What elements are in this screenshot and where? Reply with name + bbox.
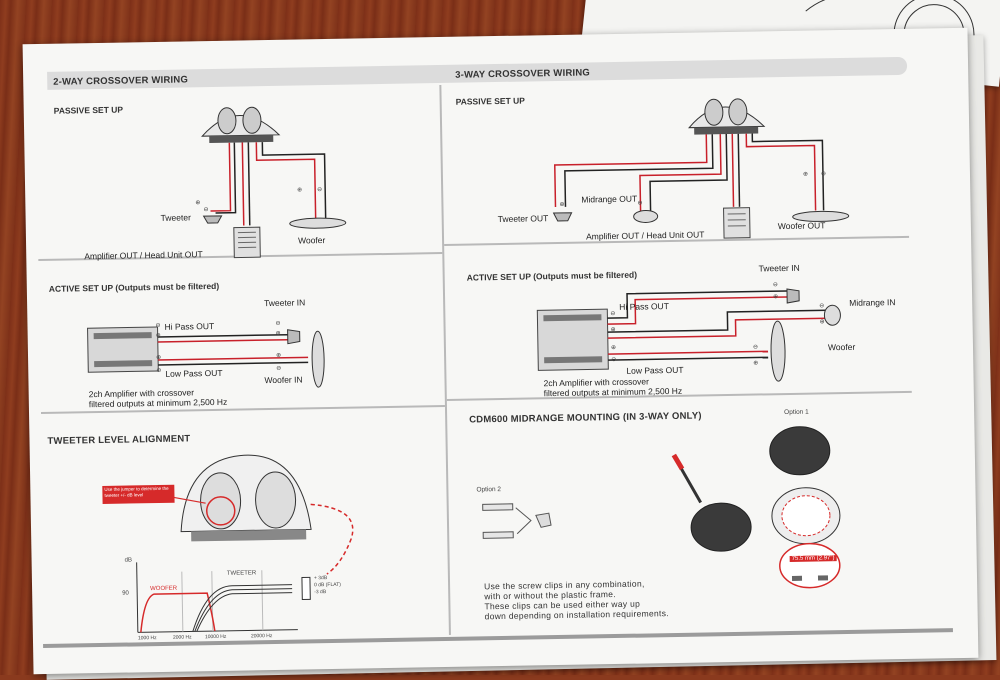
option2-label: Option 2 [476, 486, 501, 493]
midrange-grille [691, 503, 752, 552]
mounting-ring [771, 487, 840, 544]
plus-symbol: ⊕ [611, 344, 616, 351]
minus-symbol: ⊖ [156, 367, 161, 374]
label-tweeter: Tweeter [161, 212, 191, 223]
amp-3way-active [537, 309, 608, 370]
label-hi-pass-out: Hi Pass OUT [164, 321, 214, 332]
plus-symbol: ⊕ [156, 354, 161, 361]
amp-2way-active [88, 327, 159, 372]
label-amplifier-3way: Amplifier OUT / Head Unit OUT [586, 229, 705, 241]
plus-symbol: ⊕ [156, 332, 161, 339]
tweeter-3way-active [787, 289, 799, 303]
woofer-2way-passive [290, 218, 346, 229]
plus-symbol: ⊕ [773, 293, 778, 300]
jumper-callout: Use the jumper to determine the tweeter … [102, 485, 174, 504]
plus-symbol: ⊕ [803, 171, 808, 178]
minus-symbol: ⊖ [821, 170, 826, 177]
crossover-unit-2way [202, 107, 280, 143]
midrange-3way-active [824, 305, 840, 325]
tweeter-3way-passive [554, 213, 572, 221]
level-plus3: + 3dB [314, 575, 327, 581]
screwdriver [674, 455, 701, 503]
plus-symbol: ⊕ [637, 200, 642, 207]
plus-symbol: ⊕ [819, 318, 824, 325]
label-low-pass-out: Low Pass OUT [165, 368, 222, 379]
label-low-pass-out-3way: Low Pass OUT [626, 365, 683, 376]
minus-symbol: ⊖ [753, 344, 758, 351]
crossover-closeup [180, 454, 311, 542]
minus-symbol: ⊖ [203, 206, 208, 213]
plus-symbol: ⊕ [611, 326, 616, 333]
tweeter-2way-active [288, 330, 300, 344]
manual-page: 2-WAY CROSSOVER WIRING 3-WAY CROSSOVER W… [23, 28, 979, 674]
label-woofer-out: Woofer OUT [778, 220, 826, 231]
minus-symbol: ⊖ [276, 365, 281, 372]
label-woofer-3way: Woofer [828, 342, 855, 352]
minus-symbol: ⊖ [611, 356, 616, 363]
freq-2000: 2000 Hz [173, 634, 192, 640]
level-minus3: -3 dB [314, 589, 326, 595]
option2-clip [483, 503, 552, 538]
tweeter-2way-passive [204, 216, 222, 223]
frequency-graph [137, 559, 311, 632]
crossover-unit-3way [689, 98, 765, 134]
freq-1000: 1000 Hz [138, 635, 157, 641]
freq-10000: 10000 Hz [205, 634, 227, 640]
graph-db-label: dB [125, 557, 132, 563]
label-tweeter-in-3way: Tweeter IN [759, 263, 800, 274]
label-woofer-in: Woofer IN [264, 374, 302, 385]
dimension-circle [779, 543, 840, 588]
label-hi-pass-out-3way: Hi Pass OUT [619, 301, 669, 312]
woofer-3way-active [771, 321, 786, 381]
midrange-3way-passive [634, 210, 658, 222]
dashed-arrow [311, 504, 354, 575]
plus-symbol: ⊕ [559, 201, 564, 208]
plus-symbol: ⊕ [753, 360, 758, 367]
graph-tweeter-label: TWEETER [227, 570, 256, 577]
minus-symbol: ⊖ [610, 310, 615, 317]
dimension-label: 75.5 mm (2.97") [790, 555, 837, 562]
label-tweeter-in: Tweeter IN [264, 297, 305, 308]
label-midrange-in: Midrange IN [849, 297, 895, 308]
level-flat: 0 dB (FLAT) [314, 582, 341, 588]
plus-symbol: ⊕ [276, 330, 281, 337]
minus-symbol: ⊖ [773, 281, 778, 288]
option1-grille [769, 426, 830, 475]
woofer-2way-active [312, 331, 325, 387]
label-tweeter-out: Tweeter OUT [498, 213, 549, 224]
three-way-passive-title: PASSIVE SET UP [456, 96, 525, 107]
graph-woofer-label: WOOFER [150, 586, 177, 592]
graph-90-label: 90 [122, 591, 129, 597]
minus-symbol: ⊖ [155, 322, 160, 329]
minus-symbol: ⊖ [819, 302, 824, 309]
plus-symbol: ⊕ [195, 199, 200, 206]
option1-label: Option 1 [784, 409, 809, 416]
plus-symbol: ⊕ [276, 352, 281, 359]
label-woofer: Woofer [298, 235, 325, 245]
label-amplifier-2way: Amplifier OUT / Head Unit OUT [84, 249, 203, 261]
label-midrange-out: Midrange OUT [581, 194, 637, 205]
freq-20000: 20000 Hz [251, 633, 273, 639]
plus-symbol: ⊕ [297, 186, 302, 193]
minus-symbol: ⊖ [275, 320, 280, 327]
amp-3way-passive [724, 208, 751, 238]
minus-symbol: ⊖ [317, 186, 322, 193]
